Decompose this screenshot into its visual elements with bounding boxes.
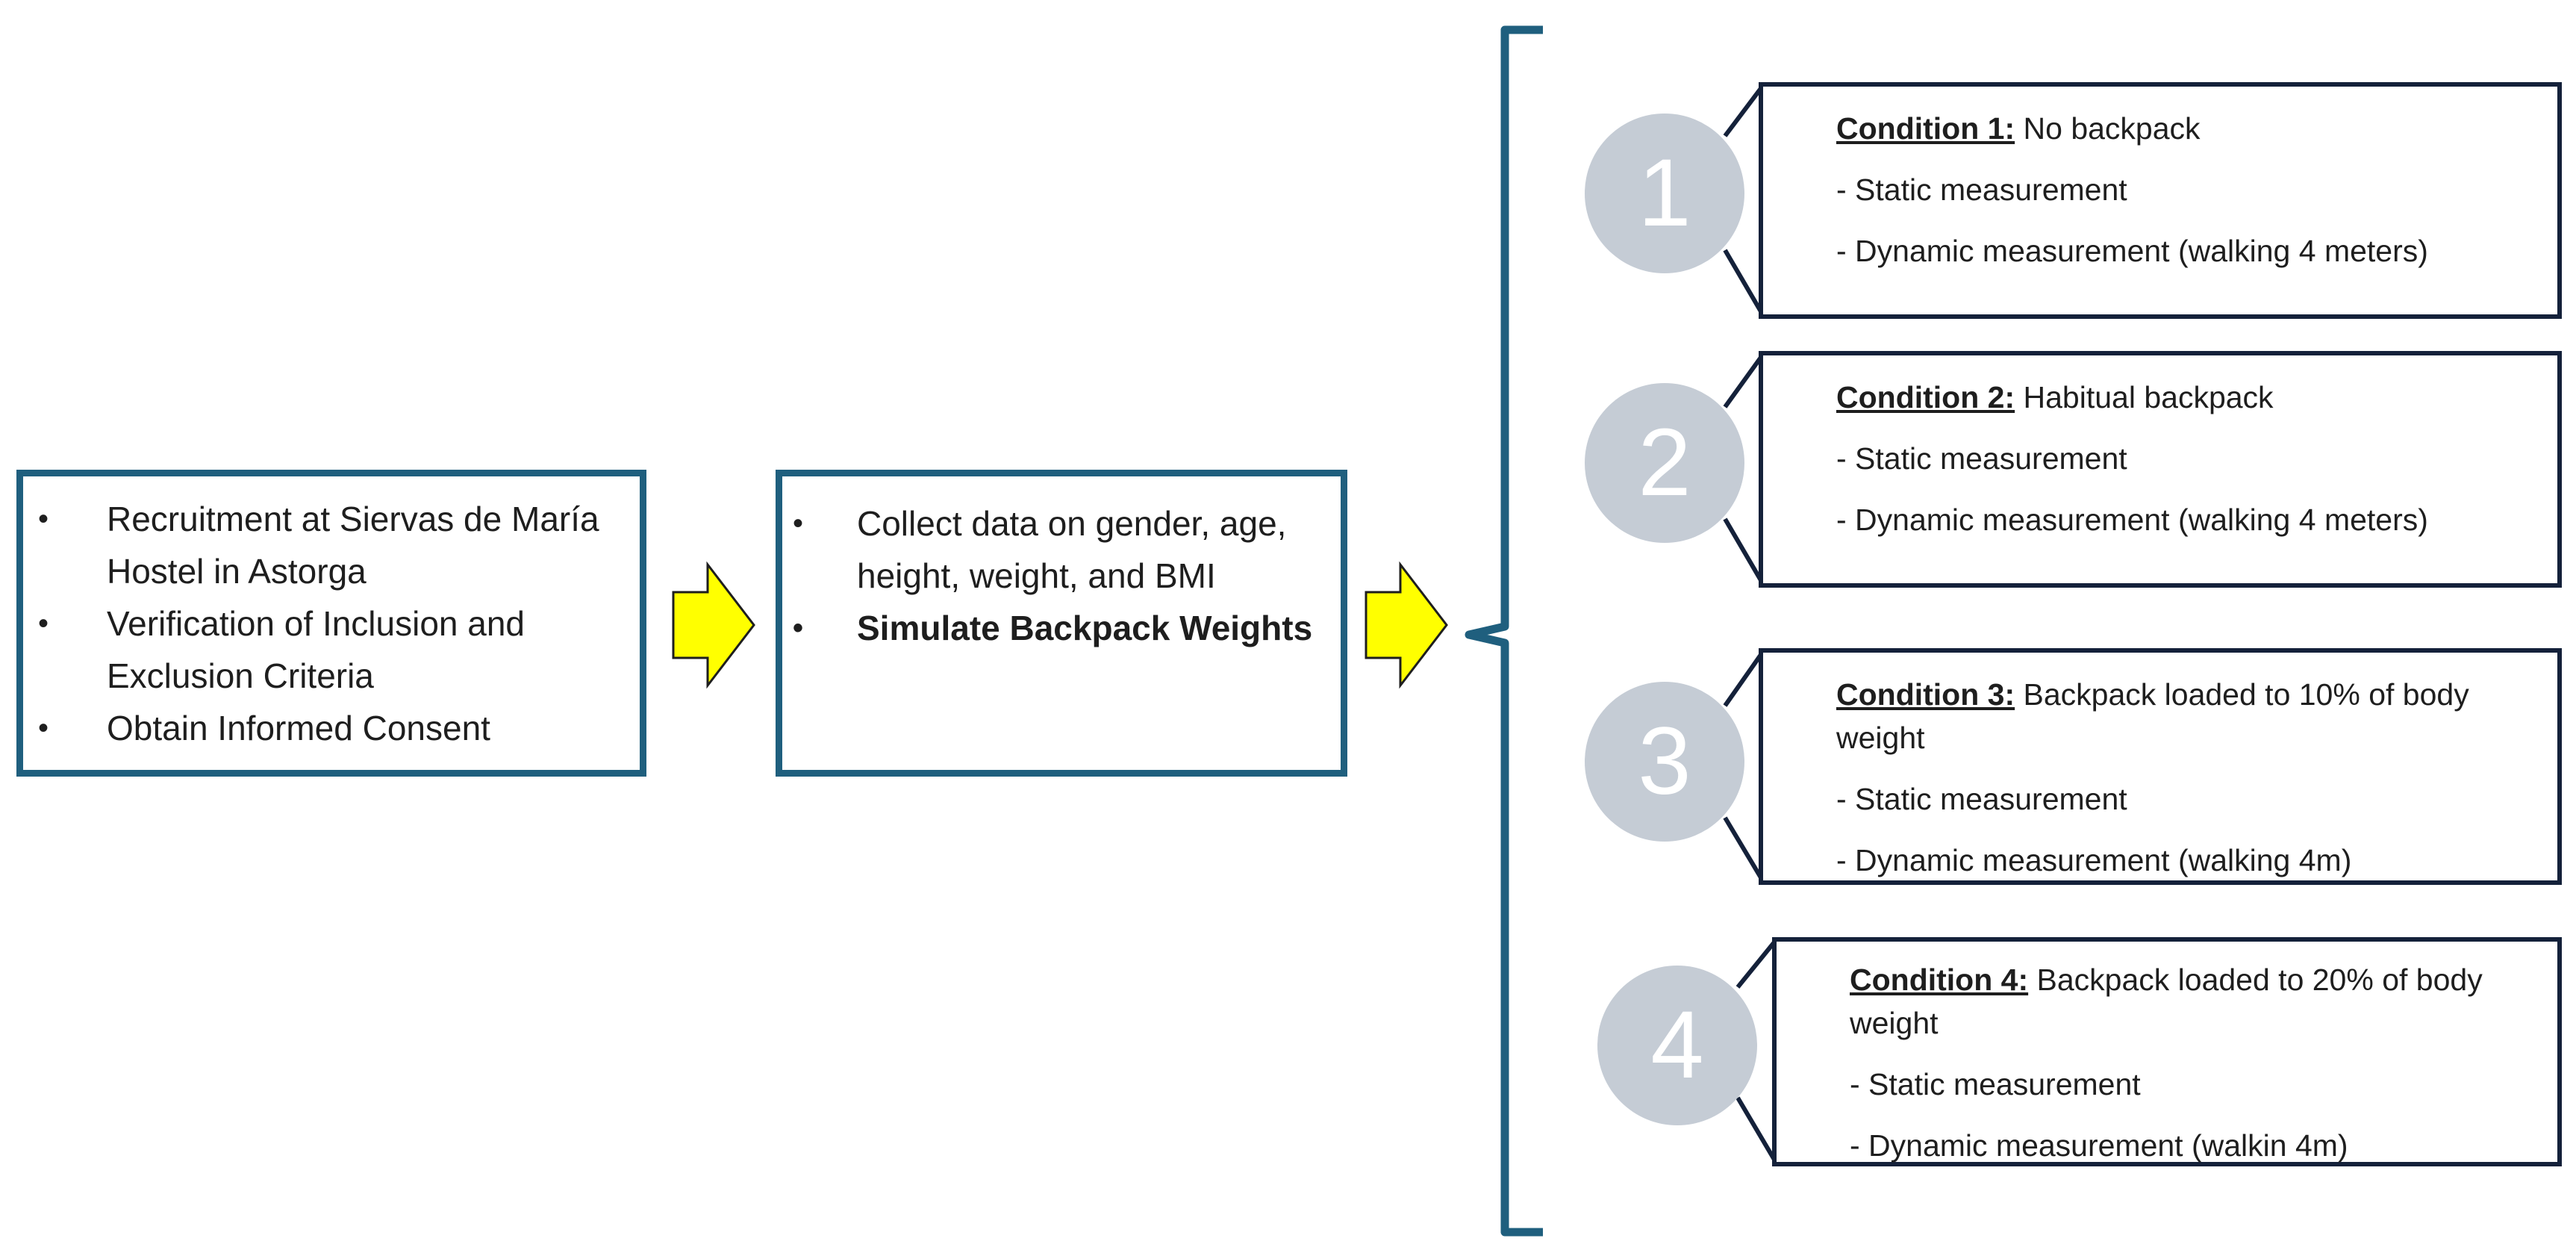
condition-3-heading: Condition 3: Backpack loaded to 10% of b… (1836, 673, 2542, 759)
condition-3-box: Condition 3: Backpack loaded to 10% of b… (1759, 648, 2562, 885)
condition-4-title: Condition 4: (1850, 963, 2029, 997)
condition-1-dynamic: - Dynamic measurement (walking 4 meters) (1836, 234, 2428, 268)
collect-data-item: Collect data on gender, age, height, wei… (782, 497, 1341, 602)
recruitment-box: Recruitment at Siervas de María Hostel i… (16, 470, 646, 777)
condition-2-description: Habitual backpack (2015, 380, 2274, 414)
data-collection-box: Collect data on gender, age, height, wei… (776, 470, 1347, 777)
connector-2-top (1723, 352, 1766, 408)
condition-3-description: Backpack loaded to 10% of body weight (1836, 677, 2469, 755)
connector-3-bottom (1723, 816, 1766, 884)
consent-item: Obtain Informed Consent (23, 702, 640, 754)
arrow-step1-to-step2 (672, 561, 755, 689)
condition-1-static: - Static measurement (1836, 172, 2127, 207)
connector-3-top (1723, 649, 1766, 707)
recruitment-item: Recruitment at Siervas de María Hostel i… (23, 493, 640, 597)
simulate-weights-item: Simulate Backpack Weights (782, 602, 1341, 654)
condition-3-static: - Static measurement (1836, 782, 2127, 816)
arrow-step2-to-conditions (1365, 561, 1448, 689)
condition-1-description: No backpack (2015, 111, 2201, 146)
condition-2-title: Condition 2: (1836, 380, 2015, 414)
condition-1-box: Condition 1: No backpack - Static measur… (1759, 82, 2562, 319)
step-number-1-circle: 1 (1585, 114, 1744, 273)
condition-2-box: Condition 2: Habitual backpack - Static … (1759, 351, 2562, 588)
circle-connector-lines (1723, 83, 1779, 1165)
connector-1-top (1723, 83, 1766, 137)
condition-1-heading: Condition 1: No backpack (1836, 107, 2542, 150)
condition-3-title: Condition 3: (1836, 677, 2015, 712)
condition-1-title: Condition 1: (1836, 111, 2015, 146)
condition-4-static: - Static measurement (1850, 1067, 2141, 1101)
connector-4-bottom (1735, 1096, 1779, 1165)
step-number-2-circle: 2 (1585, 383, 1744, 543)
condition-2-heading: Condition 2: Habitual backpack (1836, 376, 2542, 419)
condition-2-static: - Static measurement (1836, 441, 2127, 476)
verification-item: Verification of Inclusion and Exclusion … (23, 597, 640, 702)
condition-2-dynamic: - Dynamic measurement (walking 4 meters) (1836, 503, 2428, 537)
condition-4-box: Condition 4: Backpack loaded to 20% of b… (1772, 937, 2562, 1166)
condition-4-heading: Condition 4: Backpack loaded to 20% of b… (1850, 958, 2542, 1045)
condition-3-dynamic: - Dynamic measurement (walking 4m) (1836, 843, 2352, 877)
step-number-4-circle: 4 (1597, 966, 1757, 1125)
connector-4-top (1735, 938, 1779, 989)
data-collection-list: Collect data on gender, age, height, wei… (782, 497, 1341, 654)
connector-1-bottom (1723, 249, 1766, 318)
step-number-3-circle: 3 (1585, 682, 1744, 842)
condition-4-dynamic: - Dynamic measurement (walkin 4m) (1850, 1128, 2348, 1163)
connector-2-bottom (1723, 517, 1766, 587)
condition-4-description: Backpack loaded to 20% of body weight (1850, 963, 2483, 1040)
curly-brace (1465, 25, 1543, 1237)
recruitment-list: Recruitment at Siervas de María Hostel i… (23, 493, 640, 754)
